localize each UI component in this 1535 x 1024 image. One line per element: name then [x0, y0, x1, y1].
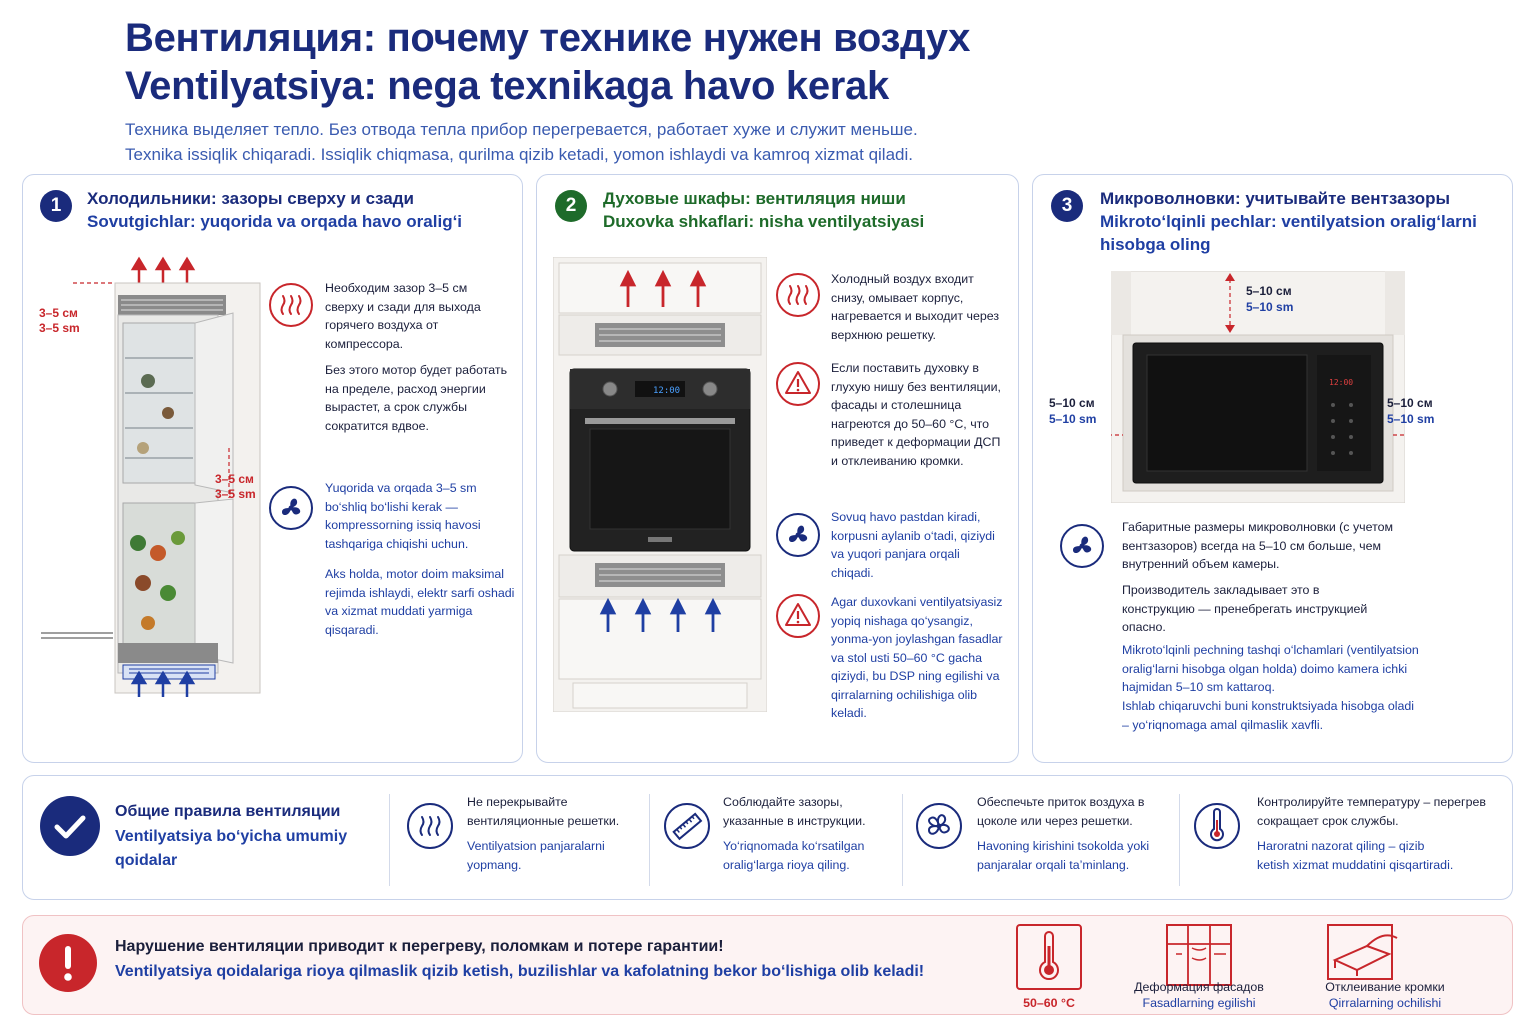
panel-3-title-uz: Mikroto‘lqinli pechlar: ventilyatsion or… [1100, 212, 1477, 254]
panel-2-text-ru-2: Если поставить духовку в глухую нишу без… [831, 361, 1001, 468]
edge-caption-uz: Qirralarning ochilishi [1328, 996, 1442, 1010]
panel-1-title-uz: Sovutgichlar: yuqorida va orqada havo or… [87, 212, 463, 231]
fridge-gap-top-label-uz: 3–5 sm [39, 321, 80, 335]
heat-waves-icon [776, 273, 820, 317]
checkmark-icon [40, 796, 100, 856]
divider [902, 794, 903, 886]
panel-1-text-ru-1: Необходим зазор 3–5 см сверху и сзади дл… [325, 281, 481, 351]
warning-temp-caption: 50–60 °C [1023, 996, 1075, 1010]
warning-text-uz: Ventilyatsiya qoidalariga rioya qilmasli… [115, 963, 925, 980]
fridge-gap-top-label-ru: 3–5 см [39, 306, 78, 320]
panel-3-text-uz-2: Ishlab chiqaruvchi buni konstruktsiyada … [1122, 699, 1415, 732]
page-subtitle-uz: Texnika issiqlik chiqaradi. Issiqlik chi… [125, 145, 913, 164]
warning-text-ru: Нарушение вентиляции приводит к перегрев… [115, 938, 724, 955]
microwave-gap-left-uz: 5–10 sm [1049, 412, 1097, 426]
panel-2-text-uz-2: Agar duxovkani ventilyatsiyasiz yopiq ni… [831, 595, 1003, 720]
panel-1-title-ru: Холодильники: зазоры сверху и сзади [87, 189, 414, 208]
step-number-3: 3 [1051, 190, 1083, 222]
rules-title-uz: Ventilyatsiya bo‘yicha umumiy qoidalar [115, 828, 348, 869]
divider [649, 794, 650, 886]
microwave-gap-top-uz: 5–10 sm [1246, 300, 1294, 314]
rule-3-uz: Havoning kirishini tsokolda yoki panjara… [977, 839, 1150, 872]
cold-air-arrows-icon [599, 597, 722, 632]
panel-2-title-uz: Duxovka shkaflari: nisha ventilyatsiyasi [603, 212, 925, 231]
fan-icon [916, 803, 962, 849]
microwave-gap-top-ru: 5–10 см [1246, 284, 1292, 298]
vent-grille-icon [407, 803, 453, 849]
rule-3-ru: Обеспечьте приток воздуха в цоколе или ч… [977, 795, 1145, 828]
panel-microwaves: 3 Микроволновки: учитывайте вентзазоры M… [1032, 174, 1513, 763]
panel-refrigerators: 1 Холодильники: зазоры сверху и сзади So… [22, 174, 523, 763]
fan-icon [269, 486, 313, 530]
divider [1179, 794, 1180, 886]
panel-2-title-ru: Духовые шкафы: вентиляция ниши [603, 189, 906, 208]
panel-1-text-uz-1: Yuqorida va orqada 3–5 sm bo‘shliq bo‘li… [325, 481, 481, 551]
facade-caption-uz: Fasadlarning egilishi [1142, 996, 1256, 1010]
page-title-ru: Вентиляция: почему технике нужен воздух [125, 16, 971, 60]
panel-1-text-uz-2: Aks holda, motor doim maksimal rejimda i… [325, 567, 515, 637]
thermometer-icon [1016, 924, 1082, 990]
cold-air-arrows-icon [130, 670, 196, 697]
exclamation-icon [39, 934, 97, 992]
edge-peeling-icon [1327, 924, 1398, 980]
oven-display: 12:00 [653, 386, 680, 396]
fan-icon [1060, 524, 1104, 568]
step-number-2: 2 [555, 190, 587, 222]
general-rules-panel: Общие правила вентиляции Ventilyatsiya b… [22, 775, 1513, 900]
rules-title-ru: Общие правила вентиляции [115, 803, 341, 820]
edge-caption-ru: Отклеивание кромки [1325, 980, 1445, 994]
rule-4-uz: Haroratni nazorat qiling – qizib ketish … [1257, 839, 1454, 872]
microwave-display: 12:00 [1329, 378, 1353, 387]
panel-3-text-ru-1: Габаритные размеры микроволновки (с учет… [1122, 520, 1394, 571]
warning-panel: Нарушение вентиляции приводит к перегрев… [22, 915, 1513, 1015]
facade-caption-ru: Деформация фасадов [1134, 980, 1264, 994]
rule-2-uz: Yo‘riqnomada ko‘rsatilgan oralig‘larga r… [723, 839, 865, 872]
microwave-niche-illustration: 12:00 [1111, 271, 1405, 503]
ruler-icon [664, 803, 710, 849]
facade-deformation-icon [1166, 924, 1232, 986]
rule-1-uz: Ventilyatsion panjaralarni yopmang. [467, 839, 605, 872]
panel-3-text-ru-2: Производитель закладывает это в конструк… [1122, 583, 1368, 634]
rule-2-ru: Соблюдайте зазоры, указанные в инструкци… [723, 795, 866, 828]
refrigerator-illustration [41, 256, 261, 697]
fridge-gap-back-label-uz: 3–5 sm [215, 487, 256, 501]
thermometer-icon [1194, 803, 1240, 849]
hot-air-arrows-icon [619, 269, 707, 307]
microwave-gap-left-ru: 5–10 см [1049, 396, 1095, 410]
warning-icon [776, 362, 820, 406]
panel-3-title-ru: Микроволновки: учитывайте вентзазоры [1100, 189, 1451, 208]
microwave-gap-right-ru: 5–10 см [1387, 396, 1433, 410]
oven-niche-illustration: 12:00 [553, 257, 767, 712]
page-subtitle-ru: Техника выделяет тепло. Без отвода тепла… [125, 120, 918, 139]
panel-1-text-ru-2: Без этого мотор будет работать на предел… [325, 363, 508, 433]
microwave-gap-right-uz: 5–10 sm [1387, 412, 1435, 426]
panel-2-text-uz-1: Sovuq havo pastdan kiradi, korpusni ayla… [831, 510, 995, 580]
fan-icon [776, 513, 820, 557]
panel-3-text-uz-1: Mikroto‘lqinli pechning tashqi o‘lchamla… [1122, 643, 1419, 694]
panel-2-text-ru-1: Холодный воздух входит снизу, омывает ко… [831, 272, 1000, 342]
rule-4-ru: Контролируйте температуру – перегрев сок… [1257, 795, 1486, 828]
panel-ovens: 2 Духовые шкафы: вентиляция ниши Duxovka… [536, 174, 1019, 763]
fridge-gap-back-label-ru: 3–5 см [215, 472, 254, 486]
rule-1-ru: Не перекрывайте вентиляционные решетки. [467, 795, 620, 828]
divider [389, 794, 390, 886]
warning-icon [776, 594, 820, 638]
step-number-1: 1 [40, 190, 72, 222]
page-title-uz: Ventilyatsiya: nega texnikaga havo kerak [125, 64, 889, 108]
heat-waves-icon [269, 283, 313, 327]
